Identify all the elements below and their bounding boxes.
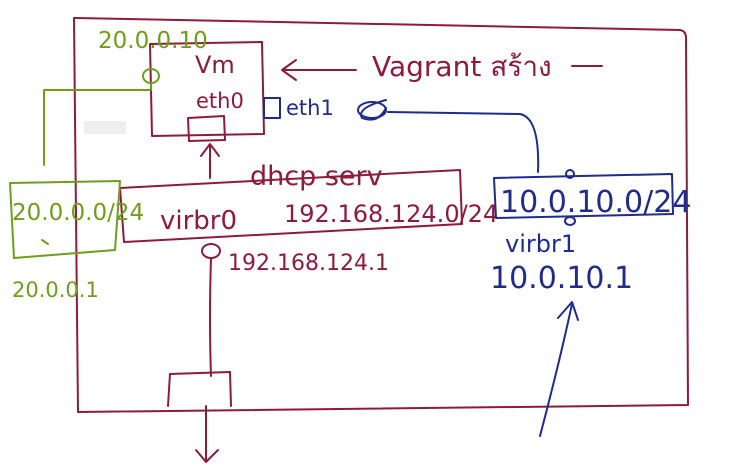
blue-net-label: 10.0.10.0/24 xyxy=(500,185,691,220)
dhcp-label: dhcp serv xyxy=(250,161,383,192)
blue-bottom-port xyxy=(564,216,576,226)
blue-link-endpoint xyxy=(357,101,387,119)
eth0-interface-box xyxy=(187,115,226,142)
blue-top-port xyxy=(565,169,575,179)
virbr0-net-label: 192.168.124.0/24 xyxy=(284,200,498,228)
blue-network-box xyxy=(493,173,674,219)
virbr1-ip-label: 10.0.10.1 xyxy=(490,261,633,296)
vm-label: Vm xyxy=(195,51,235,79)
virbr0-label: virbr0 xyxy=(160,206,237,236)
virbr0-uplink-line xyxy=(209,257,212,377)
vm-ip-label: 20.0.0.10 xyxy=(98,28,208,54)
vm-eth1-port xyxy=(263,97,281,119)
blue-link-line xyxy=(360,99,540,173)
vagrant-label: Vagrant สร้าง xyxy=(372,50,552,83)
virbr1-inbound-arrow xyxy=(539,301,579,437)
smudge xyxy=(84,121,126,134)
eth0-label: eth0 xyxy=(196,89,244,113)
uplink-box xyxy=(167,371,232,407)
eth1-label: eth1 xyxy=(286,96,334,120)
virbr0-box xyxy=(119,169,463,243)
green-link-line xyxy=(43,83,152,166)
green-gateway-label: 20.0.0.1 xyxy=(12,278,99,302)
uplink-arrow xyxy=(195,405,219,463)
vm-box xyxy=(149,41,265,137)
virbr0-port xyxy=(201,243,221,259)
virbr1-label: virbr1 xyxy=(505,230,576,258)
host-boundary xyxy=(73,17,689,413)
virbr0-ip-label: 192.168.124.1 xyxy=(228,251,389,276)
dhcp-to-eth0-arrow xyxy=(200,143,220,179)
vagrant-arrow xyxy=(281,59,357,81)
green-gateway-mark xyxy=(41,239,49,245)
green-network-box xyxy=(9,180,121,259)
green-net-label: 20.0.0.0/24 xyxy=(12,200,144,226)
